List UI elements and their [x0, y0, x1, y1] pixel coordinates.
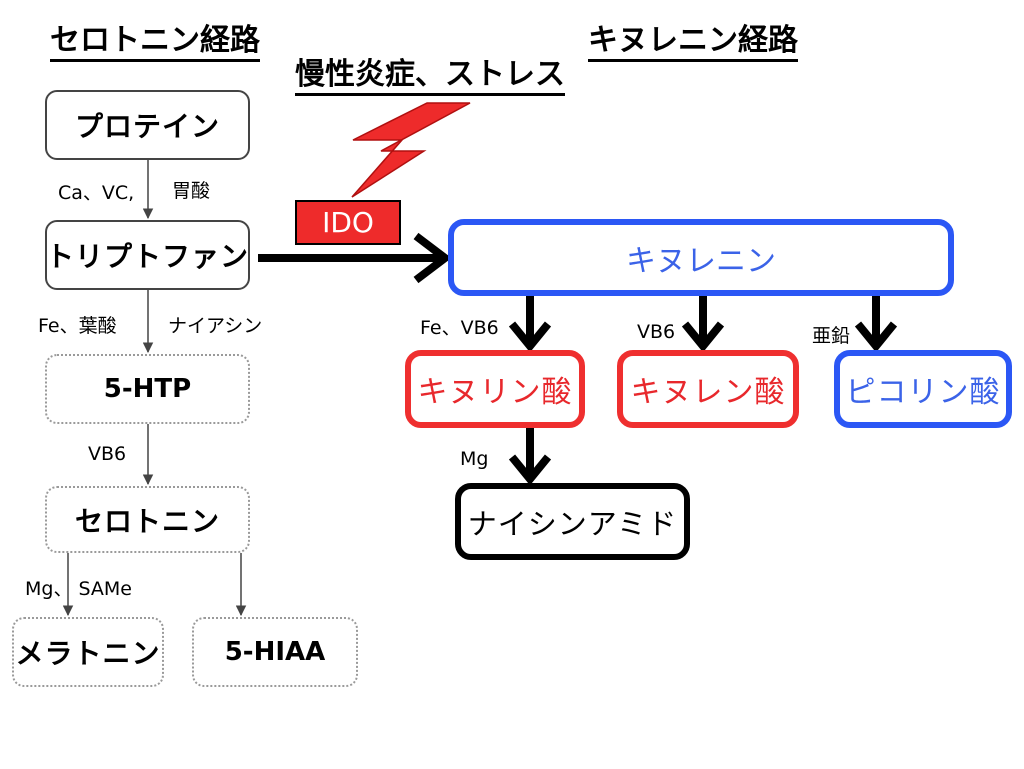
node-kynurenine-acid: キヌレン酸	[617, 350, 799, 428]
cofactor-fe-folate: Fe、葉酸	[38, 315, 117, 337]
node-kynurenic-acid: キヌリン酸	[405, 350, 585, 428]
arrow-kynurenine-kynurenine-acid	[681, 293, 725, 353]
arrow-kynurenic-niacinamide	[508, 428, 552, 486]
node-protein: プロテイン	[45, 90, 250, 160]
node-tryptophan: トリプトファン	[45, 220, 250, 290]
serotonin-pathway-title: セロトニン経路	[50, 24, 260, 62]
kynurenine-pathway-title: キヌレニン経路	[588, 24, 798, 62]
cofactor-ca-vc: Ca、VC,	[58, 182, 135, 204]
arrow-tryptophan-kynurenine	[258, 232, 452, 284]
cofactor-zinc: 亜鉛	[812, 325, 851, 347]
node-serotonin: セロトニン	[45, 486, 250, 553]
cofactor-vb6-htp: VB6	[88, 443, 127, 465]
cofactor-mg-same: Mg、 SAMe	[25, 578, 132, 600]
cofactor-niacin: ナイアシン	[168, 315, 263, 337]
node-kynurenine: キヌレニン	[448, 219, 954, 296]
arrow-kynurenine-picolinic	[854, 293, 898, 353]
trigger-label: 慢性炎症、ストレス	[295, 58, 565, 96]
node-5-hiaa: 5-HIAA	[192, 617, 358, 687]
cofactor-gastric-acid: 胃酸	[172, 180, 211, 202]
cofactor-fe-vb6: Fe、VB6	[420, 317, 499, 339]
arrow-kynurenine-kynurenic	[508, 293, 552, 353]
cofactor-vb6-kyn: VB6	[637, 321, 676, 343]
node-picolinic-acid: ピコリン酸	[834, 350, 1012, 428]
node-5-htp: 5-HTP	[45, 354, 250, 424]
ido-enzyme-box: IDO	[295, 200, 401, 245]
node-niacinamide: ナイシンアミド	[455, 483, 690, 560]
cofactor-mg: Mg	[460, 448, 489, 470]
lightning-icon	[351, 102, 471, 198]
node-melatonin: メラトニン	[12, 617, 164, 687]
